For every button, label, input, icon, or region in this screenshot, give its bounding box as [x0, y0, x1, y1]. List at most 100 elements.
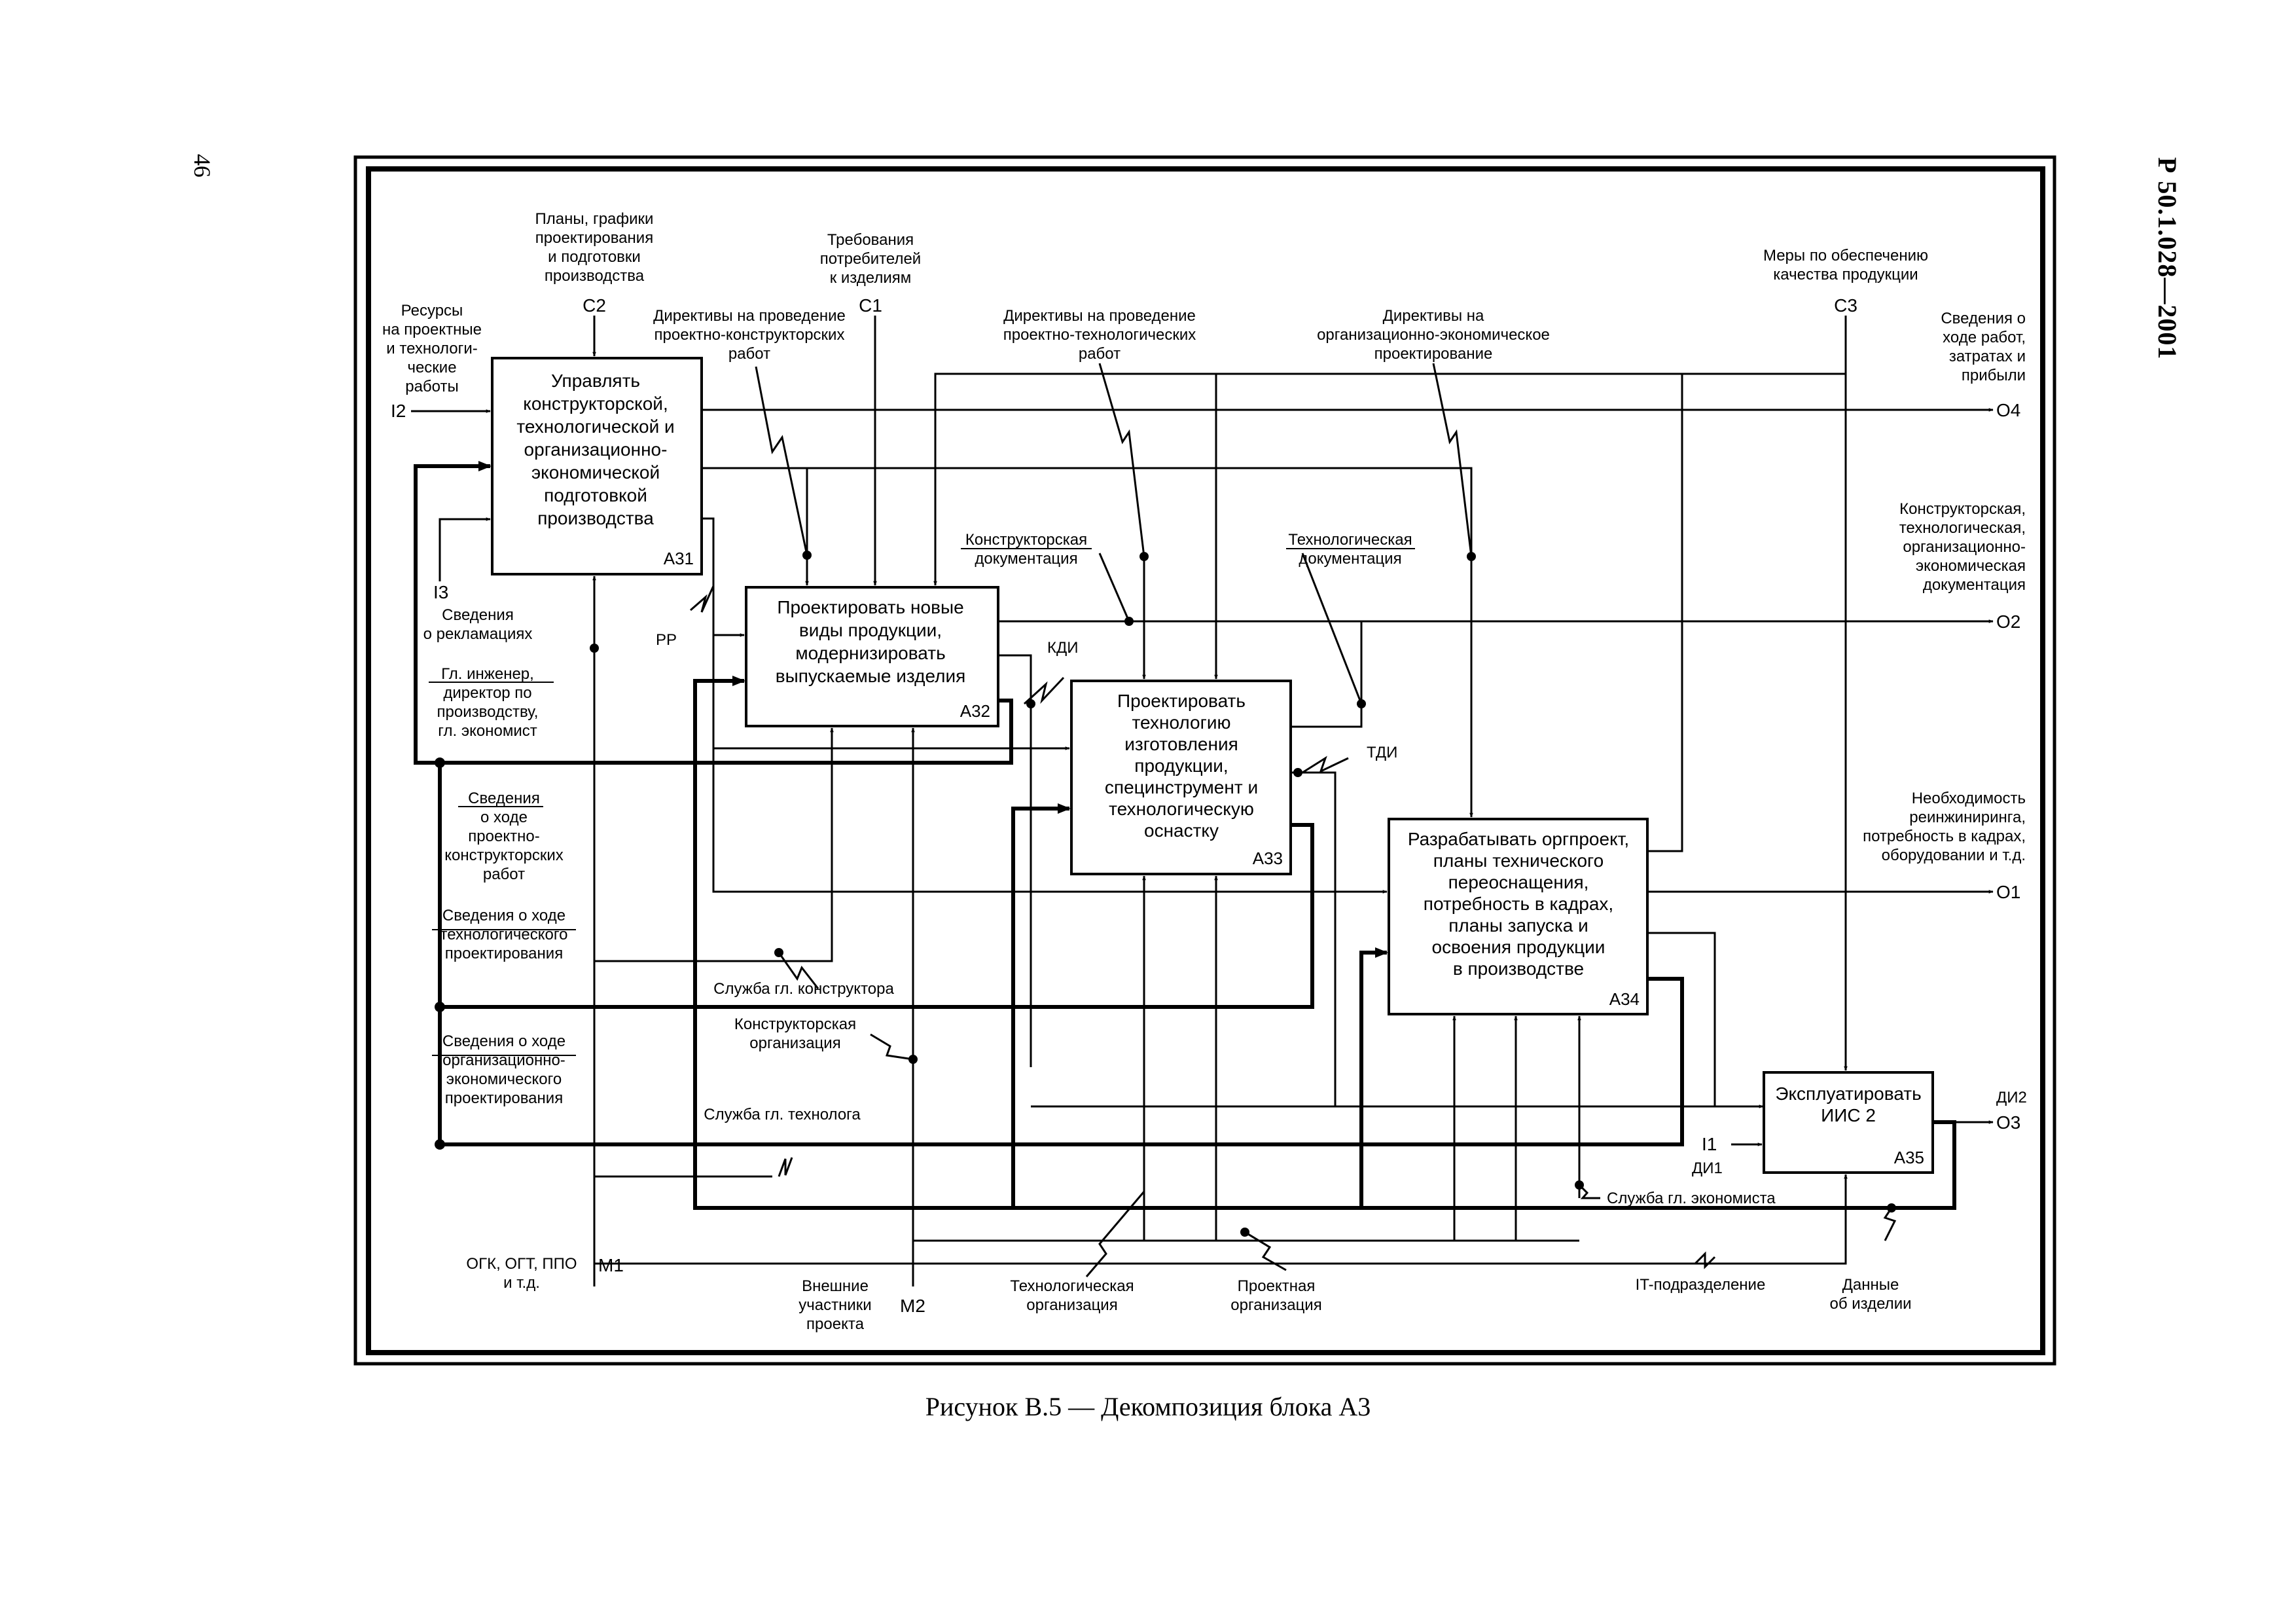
label-c2: проектирования [535, 229, 653, 247]
label-svd-design: Сведения [468, 790, 540, 807]
label-ext: Внешние [802, 1277, 869, 1295]
box-a34: Разрабатывать оргпроект, планы техническ… [1388, 818, 1649, 1015]
box-a33-id: А33 [1253, 848, 1283, 868]
label-svd-tech: проектирования [445, 945, 563, 962]
arrow-svc-designer [594, 727, 834, 962]
box-a34-line: Разрабатывать оргпроект, [1408, 829, 1629, 849]
label-proj-org: Проектная [1238, 1277, 1316, 1295]
code-c3: С3 [1834, 295, 1857, 316]
box-a34-id: А34 [1609, 989, 1640, 1009]
box-a32-line: Проектировать новые [777, 597, 963, 617]
arrow-i3 [439, 517, 491, 581]
feedback-a32 [414, 461, 1013, 765]
box-a32-line: виды продукции, [799, 620, 942, 640]
box-a32-id: А32 [960, 701, 990, 721]
code-m1: М1 [598, 1255, 624, 1275]
label-svc-technologist: Служба гл. технолога [704, 1106, 861, 1123]
code-i3: I3 [433, 582, 448, 602]
arrow-kdi [998, 654, 1032, 1067]
box-a31-line: конструкторской, [523, 393, 668, 414]
label-o2: экономическая [1916, 557, 2026, 575]
label-tech-org: организация [1026, 1296, 1117, 1314]
label-product-data: об изделии [1829, 1295, 1911, 1313]
label-chief: директор по [443, 684, 531, 702]
box-a31-line: Управлять [551, 371, 640, 391]
label-o2: организационно- [1903, 538, 2026, 556]
label-kdi: КДИ [1047, 639, 1078, 657]
label-c1: Требования [827, 231, 914, 249]
label-svc-economist: Служба гл. экономиста [1607, 1190, 1776, 1207]
label-td: документация [1299, 550, 1401, 568]
arrow-m1-line [594, 1174, 1848, 1265]
label-o2: технологическая, [1899, 519, 2026, 537]
box-a31-line: технологической и [516, 416, 674, 437]
inner-frame [366, 166, 2045, 1355]
label-dir-org: проектирование [1374, 345, 1493, 363]
feedback-loop-a33 [1011, 803, 1956, 1210]
label-svd-design: проектно- [468, 828, 539, 845]
label-dir-design: проектно-конструкторских [655, 326, 845, 344]
label-dir-tech: проектно-технологических [1003, 326, 1196, 344]
box-a33-line: специнструмент и [1105, 777, 1258, 797]
box-a34-line: переоснащения, [1448, 872, 1589, 892]
label-dir-design: Директивы на проведение [653, 307, 846, 325]
label-o4: Сведения о [1941, 310, 2026, 327]
mechanism-labels: Служба гл. конструктора Конструкторская … [466, 980, 1911, 1333]
label-i2: на проектные [382, 321, 482, 338]
box-a31-line: экономической [531, 462, 660, 483]
label-svd-org: Сведения о ходе [442, 1032, 565, 1050]
label-ext: участники [798, 1296, 871, 1314]
label-svd-org: проектирования [445, 1089, 563, 1107]
code-o2: О2 [1996, 611, 2020, 632]
arrow-a34-a35 [1647, 932, 1716, 1106]
label-o4: прибыли [1962, 367, 2026, 384]
feedback-loop-a34 [1359, 947, 1388, 1208]
box-a31-line: производства [537, 508, 654, 528]
outer-frame [353, 155, 2056, 1366]
code-m2: М2 [900, 1296, 925, 1316]
label-chief: гл. экономист [438, 722, 537, 740]
feedback-loop-a32 [693, 676, 1011, 1210]
label-pp: РР [656, 631, 677, 649]
label-i2: ческие [407, 359, 456, 376]
box-a31-line: организационно- [524, 439, 668, 460]
label-ext: проекта [806, 1315, 865, 1333]
label-underlines [429, 548, 1415, 1056]
label-svd-design: о ходе [480, 809, 528, 826]
label-svd-org: экономического [446, 1070, 562, 1088]
label-c3: Меры по обеспечению [1763, 247, 1928, 264]
label-i3: о рекламациях [423, 625, 533, 643]
label-kd: Конструкторская [965, 531, 1087, 549]
label-i2: и технологи- [386, 340, 477, 357]
label-di2: ДИ2 [1996, 1089, 2027, 1106]
label-c2: и подготовки [548, 248, 641, 266]
box-a33-line: оснастку [1144, 820, 1219, 841]
code-o3: О3 [1996, 1112, 2020, 1133]
box-a32-line: выпускаемые изделия [776, 666, 966, 686]
label-svd-tech: Сведения о ходе [442, 907, 565, 924]
label-o2: документация [1923, 576, 2026, 594]
box-a34-line: планы технического [1433, 850, 1604, 871]
box-a33: Проектировать технологию изготовления пр… [1070, 680, 1292, 875]
label-tdi: ТДИ [1367, 744, 1397, 761]
arrow-a34-o2 [1647, 374, 1683, 852]
box-a34-line: в производстве [1453, 958, 1584, 979]
label-design-org: Конструкторская [734, 1015, 856, 1033]
arrow-a31-down [702, 517, 1388, 894]
box-a33-line: технологическую [1109, 799, 1254, 819]
label-td: Технологическая [1288, 531, 1412, 549]
label-c1: потребителей [820, 250, 921, 268]
box-a35: Эксплуатировать ИИС 2 А35 [1763, 1071, 1934, 1174]
output-labels: Сведения о ходе работ, затратах и прибыл… [1863, 310, 2027, 1133]
arrow-a33-tdi [1291, 771, 1336, 1106]
code-c1: С1 [859, 295, 882, 316]
box-a31: Управлять конструкторской, технологическ… [491, 357, 703, 575]
box-a32-line: модернизировать [795, 643, 945, 663]
label-dir-org: организационно-экономическое [1317, 326, 1550, 344]
code-i1: I1 [1702, 1134, 1717, 1154]
label-m1: и т.д. [503, 1274, 540, 1292]
code-i2: I2 [391, 401, 406, 421]
box-a31-line: подготовкой [544, 485, 647, 505]
